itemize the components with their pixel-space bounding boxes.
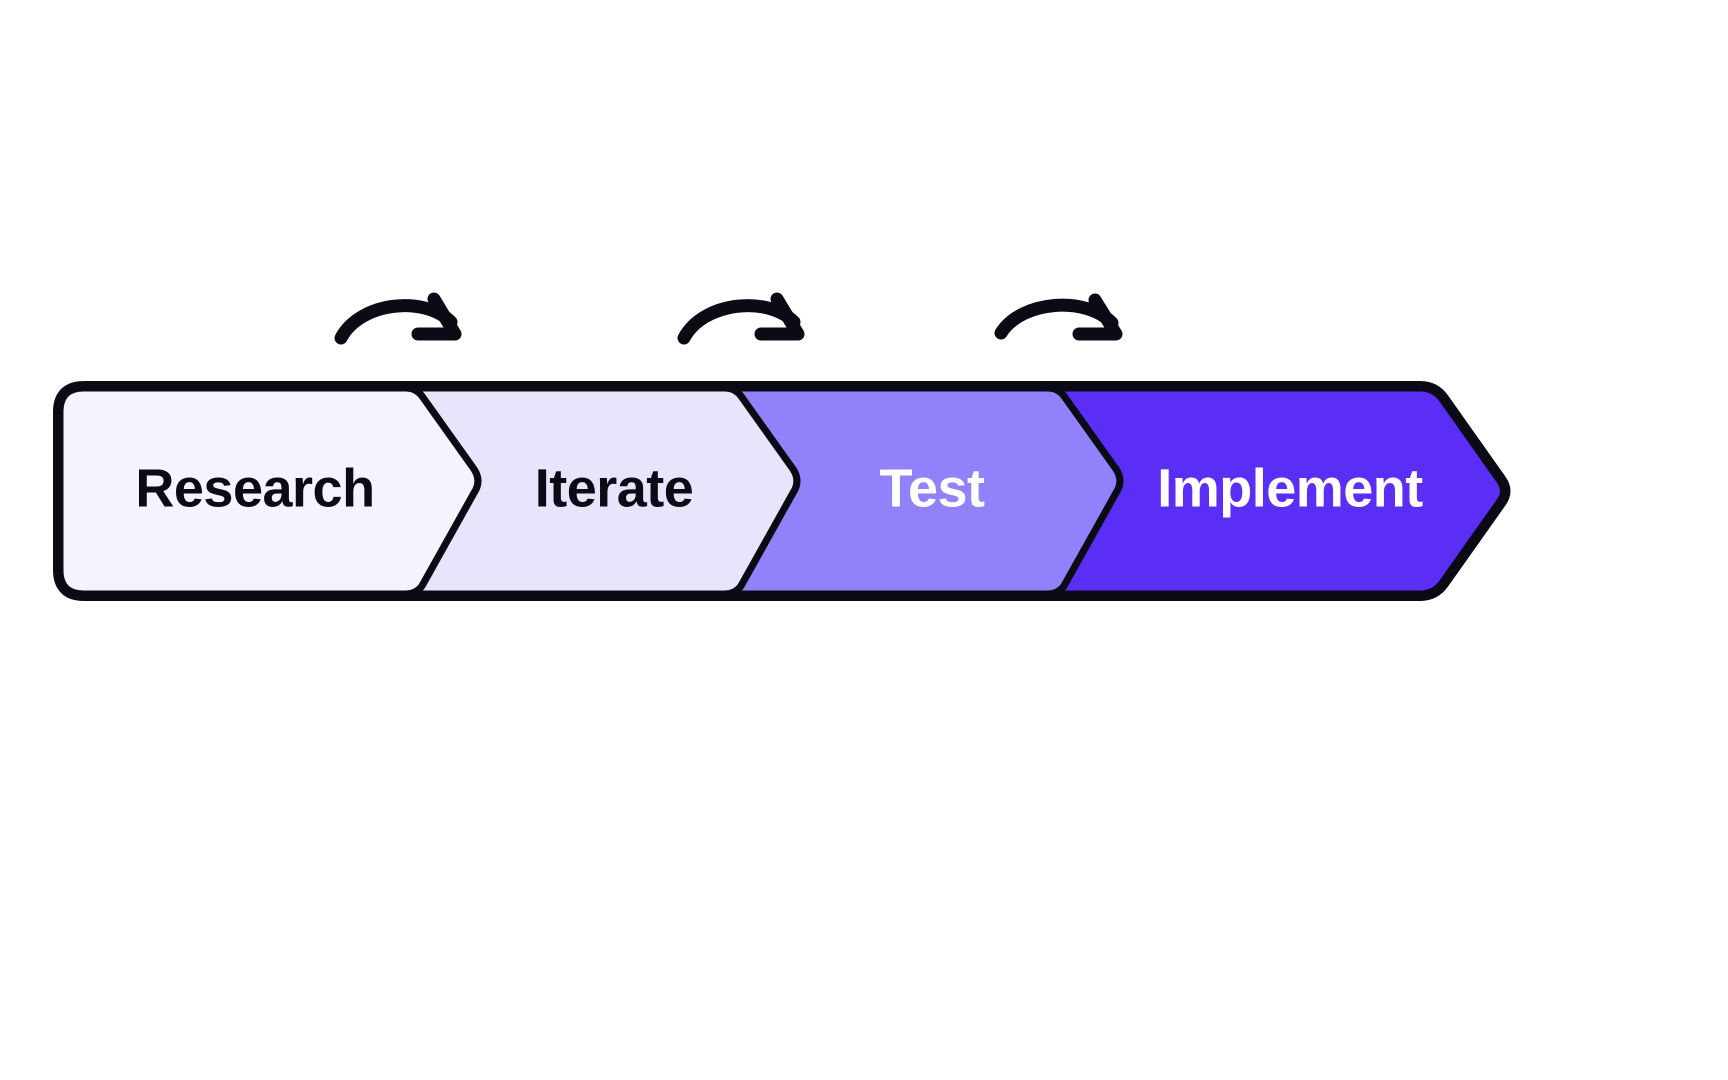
- stage-implement-shape: [1044, 384, 1507, 598]
- connector-arrow-test-to-implement: [994, 293, 1123, 341]
- arrowhead-3: [1072, 293, 1123, 341]
- arrowhead-1: [411, 292, 462, 341]
- connector-arrow-iterate-to-test: [677, 292, 805, 345]
- stage-test-label: Test: [879, 458, 985, 518]
- stage-implement[interactable]: Implement: [1044, 384, 1507, 598]
- stage-implement-label: Implement: [1157, 458, 1423, 518]
- arrowhead-2: [754, 292, 805, 341]
- stage-research[interactable]: Research: [56, 384, 482, 598]
- stage-research-label: Research: [135, 458, 374, 518]
- stage-iterate-label: Iterate: [535, 458, 694, 518]
- connector-arrow-research-to-iterate: [334, 292, 462, 345]
